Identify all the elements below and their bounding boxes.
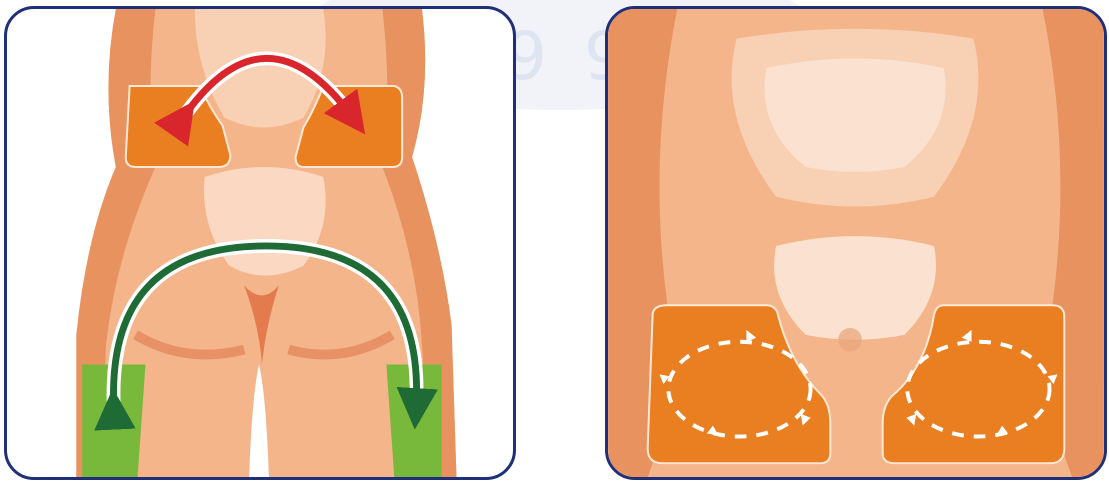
buttocks-thighs-illustration (7, 9, 513, 477)
panel-abdomen (605, 6, 1107, 480)
panel-buttocks-thighs (4, 6, 516, 480)
lower-abs-highlight (774, 236, 936, 340)
abdomen-illustration (608, 9, 1104, 477)
navel (838, 328, 862, 352)
